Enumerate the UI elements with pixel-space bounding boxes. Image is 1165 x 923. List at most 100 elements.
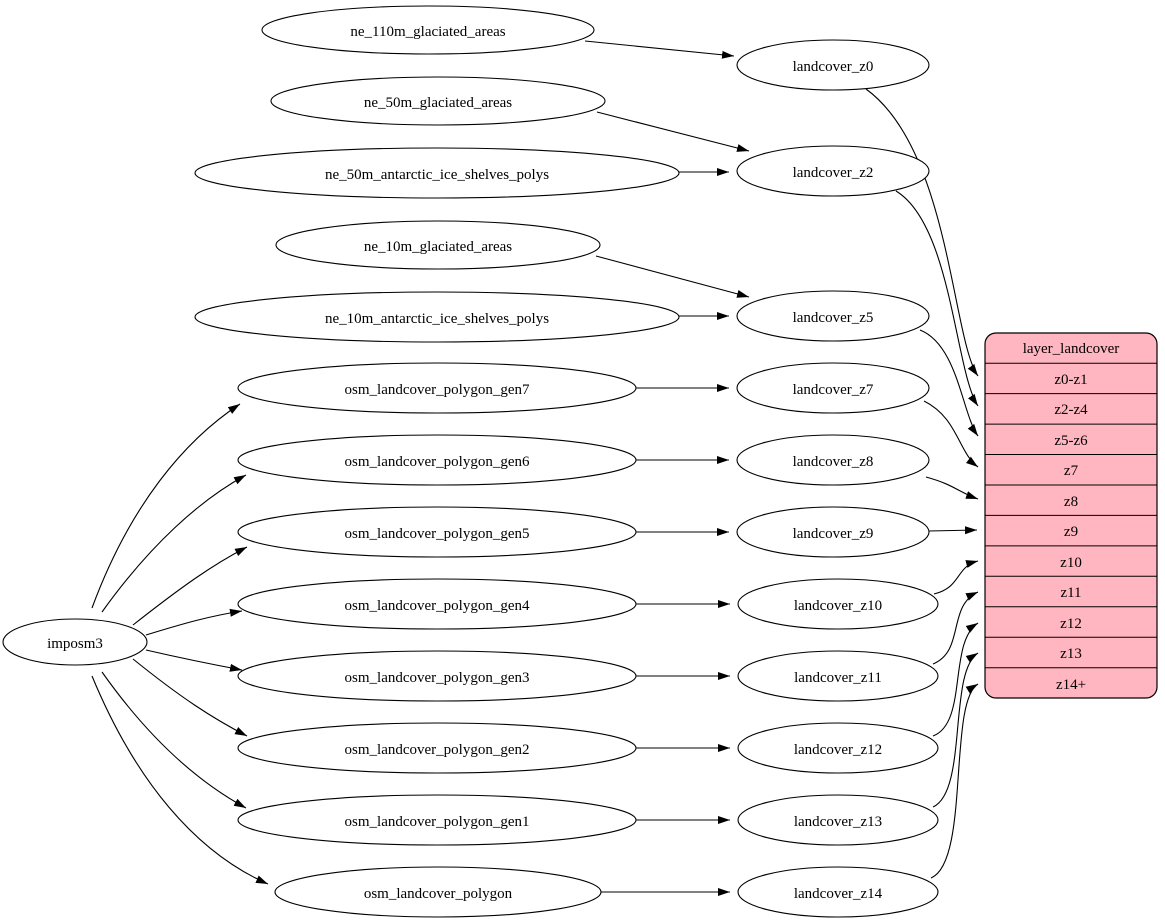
table-layer-landcover: layer_landcover z0-z1 z2-z4 z5-z6 z7 z8 … (984, 332, 1158, 699)
node-osm-landcover-polygon: osm_landcover_polygon (274, 866, 602, 918)
edges-source-to-view (584, 40, 750, 896)
table-row-z0-z1: z0-z1 (1054, 372, 1087, 388)
node-osm-landcover-polygon-gen7: osm_landcover_polygon_gen7 (237, 362, 637, 414)
node-landcover-z8: landcover_z8 (736, 434, 930, 486)
table-row-z13: z13 (1060, 646, 1082, 662)
edge-imposm3-gen1 (101, 671, 247, 809)
node-shape (737, 650, 939, 702)
node-osm-landcover-polygon-gen4: osm_landcover_polygon_gen4 (237, 578, 637, 630)
node-landcover-z2: landcover_z2 (736, 145, 930, 197)
node-ne-10m-glaciated-areas: ne_10m_glaciated_areas (275, 220, 601, 270)
node-landcover-z0: landcover_z0 (736, 39, 930, 91)
node-shape (736, 362, 930, 414)
node-imposm3-label: imposm3 (47, 636, 103, 652)
table-row-z11: z11 (1060, 585, 1081, 601)
node-landcover-z12: landcover_z12 (737, 722, 939, 774)
edge-z10-row (933, 560, 979, 595)
node-shape (237, 722, 637, 774)
node-shape (237, 794, 637, 846)
node-label: landcover_z7 (793, 382, 874, 398)
node-label: ne_50m_glaciated_areas (364, 95, 512, 111)
edge-ne110m-z0 (584, 40, 735, 59)
node-shape (274, 866, 602, 918)
node-label: osm_landcover_polygon_gen3 (345, 670, 530, 686)
node-label: landcover_z8 (793, 454, 874, 470)
edge-imposm3-gen3 (145, 649, 243, 672)
edges-view-to-layer (865, 88, 979, 879)
edge-z14-row (930, 683, 979, 879)
edge-z12-row (932, 622, 979, 737)
node-shape (270, 76, 606, 126)
node-shape (737, 722, 939, 774)
node-shape (237, 578, 637, 630)
node-osm-landcover-polygon-gen3: osm_landcover_polygon_gen3 (237, 650, 637, 702)
edge-z9-row (928, 526, 978, 535)
table-row-z2-z4: z2-z4 (1054, 402, 1088, 418)
node-landcover-z10: landcover_z10 (737, 578, 939, 630)
node-landcover-z9: landcover_z9 (736, 506, 930, 558)
node-label: osm_landcover_polygon_gen1 (345, 814, 530, 830)
node-ne-10m-antarctic-ice-shelves-polys: ne_10m_antarctic_ice_shelves_polys (194, 291, 680, 343)
edge-z11-row (932, 591, 979, 665)
node-osm-landcover-polygon-gen6: osm_landcover_polygon_gen6 (237, 434, 637, 486)
node-label: landcover_z0 (793, 59, 874, 75)
edge-z8-row (925, 476, 979, 500)
node-landcover-z13: landcover_z13 (737, 794, 939, 846)
node-imposm3-shape (2, 618, 148, 666)
edge-ne10m-glaciated-z5 (595, 255, 750, 298)
node-shape (261, 5, 595, 55)
node-shape (736, 290, 930, 342)
edge-ne50m-glaciated-z2 (596, 111, 750, 152)
node-shape (194, 291, 680, 343)
node-shape (737, 866, 939, 918)
edge-z2-row (895, 190, 979, 407)
node-label: osm_landcover_polygon (364, 886, 513, 902)
node-shape (736, 434, 930, 486)
edge-imposm3-gen6 (101, 474, 247, 613)
node-shape (736, 145, 930, 197)
table-row-z12: z12 (1060, 616, 1082, 632)
node-label: ne_10m_antarctic_ice_shelves_polys (325, 311, 549, 327)
node-label: landcover_z13 (794, 814, 882, 830)
table-row-z10: z10 (1060, 555, 1082, 571)
node-label: landcover_z12 (794, 742, 882, 758)
edge-imposm3-gen4 (145, 608, 243, 636)
node-shape (736, 39, 930, 91)
node-imposm3: imposm3 (2, 618, 148, 666)
node-shape (275, 220, 601, 270)
node-label: osm_landcover_polygon_gen5 (345, 526, 530, 542)
node-label: landcover_z2 (793, 165, 874, 181)
node-ne-110m-glaciated-areas: ne_110m_glaciated_areas (261, 5, 595, 55)
node-label: landcover_z11 (794, 670, 882, 686)
node-label: osm_landcover_polygon_gen7 (345, 382, 530, 398)
node-shape (737, 794, 939, 846)
edge-imposm3-gen7 (91, 403, 241, 609)
node-shape (737, 578, 939, 630)
edges-imposm3-fanout (91, 403, 269, 885)
node-label: landcover_z10 (794, 598, 882, 614)
node-landcover-z5: landcover_z5 (736, 290, 930, 342)
table-row-z7: z7 (1064, 463, 1079, 479)
edge-imposm3-gen5 (132, 546, 248, 626)
node-shape (237, 362, 637, 414)
node-shape (237, 650, 637, 702)
table-row-z14plus: z14+ (1056, 677, 1086, 693)
node-shape (736, 506, 930, 558)
node-shape (237, 434, 637, 486)
node-label: osm_landcover_polygon_gen2 (345, 742, 530, 758)
node-shape (194, 147, 680, 199)
node-ne-50m-antarctic-ice-shelves-polys: ne_50m_antarctic_ice_shelves_polys (194, 147, 680, 199)
node-landcover-z14: landcover_z14 (737, 866, 939, 918)
node-ne-50m-glaciated-areas: ne_50m_glaciated_areas (270, 76, 606, 126)
node-landcover-z7: landcover_z7 (736, 362, 930, 414)
node-label: ne_50m_antarctic_ice_shelves_polys (325, 167, 549, 183)
edge-z0-row (865, 88, 979, 377)
node-label: ne_10m_glaciated_areas (364, 239, 512, 255)
node-label: landcover_z9 (793, 526, 874, 542)
node-osm-landcover-polygon-gen2: osm_landcover_polygon_gen2 (237, 722, 637, 774)
edge-imposm3-gen2 (132, 658, 248, 737)
node-shape (237, 506, 637, 558)
node-osm-landcover-polygon-gen5: osm_landcover_polygon_gen5 (237, 506, 637, 558)
